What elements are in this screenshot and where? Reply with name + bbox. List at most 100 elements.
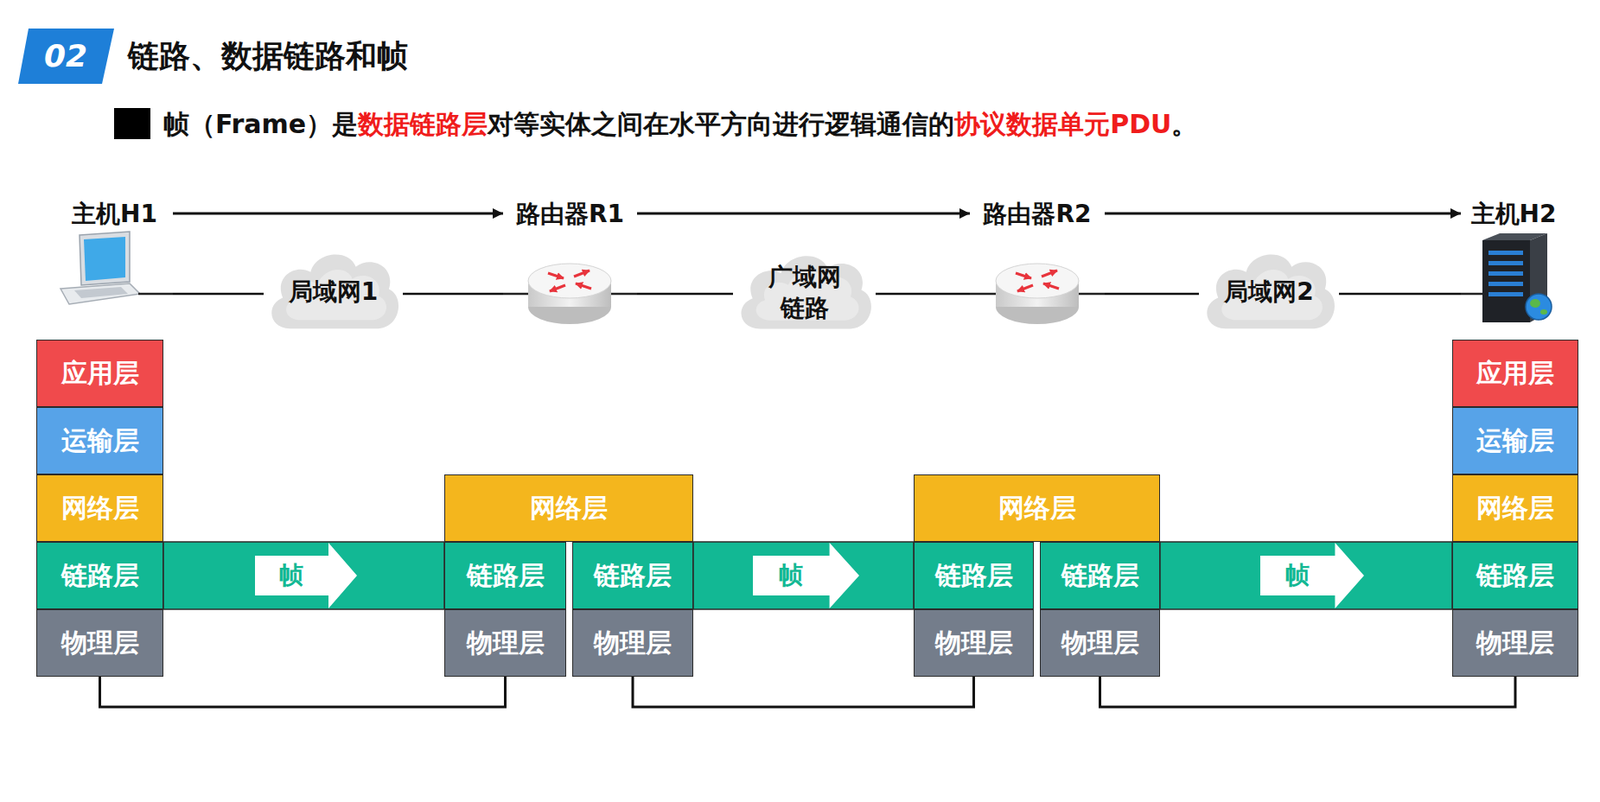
device-label: 主机H2	[1460, 194, 1567, 235]
title-text: 链路、数据链路和帧	[127, 28, 408, 84]
layer-box: 物理层	[913, 609, 1034, 677]
layer-label: 物理层	[61, 625, 140, 662]
server-slot	[1488, 271, 1524, 276]
layer-box: 网络层	[1452, 474, 1579, 542]
frame-arrow-shape	[1260, 542, 1365, 609]
layer-box: 链路层	[1452, 541, 1579, 610]
layer-label: 网络层	[61, 490, 140, 527]
layer-label: 物理层	[1061, 625, 1140, 662]
layer-box: 链路层	[444, 541, 567, 610]
layer-label: 网络层	[529, 490, 608, 527]
layer-box: 运输层	[1452, 407, 1579, 475]
cable-stub	[138, 293, 173, 296]
layer-box: 物理层	[1039, 609, 1161, 677]
layer-label: 链路层	[935, 558, 1014, 594]
cable-stub	[969, 293, 996, 296]
router-arrow	[1043, 283, 1059, 289]
layer-box: 物理层	[36, 609, 164, 677]
layer-label: 应用层	[1476, 356, 1555, 392]
link-band	[693, 541, 914, 610]
device-label: 路由器R1	[503, 194, 638, 235]
cloud-label: 广域网 链路	[761, 261, 848, 325]
frame-arrow: 帧	[752, 542, 860, 609]
server-front	[1482, 240, 1530, 323]
frame-label: 帧	[254, 542, 329, 609]
cloud-outline	[740, 255, 871, 329]
server-slot	[1488, 261, 1524, 266]
device-label: 路由器R2	[969, 194, 1105, 235]
router-arrow	[1041, 270, 1058, 277]
network-cloud: 局域网2	[1198, 242, 1339, 342]
network-link	[172, 293, 264, 296]
cable-stub	[611, 293, 638, 296]
router-arrow	[1015, 273, 1032, 279]
device-node: 主机H2	[1460, 194, 1567, 333]
laptop-screen	[83, 236, 126, 281]
network-link	[875, 293, 970, 296]
network-cloud: 局域网1	[263, 242, 403, 342]
layer-label: 物理层	[935, 625, 1014, 662]
layer-label: 物理层	[466, 625, 545, 662]
layer-label: 链路层	[1476, 558, 1555, 594]
router-top	[995, 263, 1079, 299]
flow-arrow	[1104, 212, 1461, 216]
layer-label: 应用层	[61, 356, 140, 392]
layer-box: 应用层	[36, 339, 164, 408]
flow-arrow	[637, 212, 970, 216]
router-icon	[995, 263, 1079, 325]
server-slot	[1488, 250, 1524, 255]
frame-label: 帧	[1260, 542, 1335, 609]
layer-label: 运输层	[1476, 423, 1555, 459]
network-link	[402, 293, 504, 296]
globe-land	[1540, 309, 1548, 315]
layer-label: 链路层	[61, 558, 140, 594]
cloud-shape	[733, 244, 876, 342]
cloud-highlight	[286, 269, 387, 320]
device-label: 主机H1	[56, 194, 173, 235]
subtitle-line: 帧（Frame）是数据链路层对等实体之间在水平方向进行逻辑通信的协议数据单元PD…	[163, 107, 1198, 142]
frame-arrow-outline	[254, 542, 357, 609]
layer-box: 链路层	[572, 541, 694, 610]
server-slot	[1488, 281, 1524, 287]
layer-box: 应用层	[1452, 339, 1579, 408]
layer-label: 物理层	[1476, 625, 1555, 662]
frame-arrow: 帧	[254, 542, 357, 609]
layer-box: 链路层	[1039, 541, 1161, 610]
layer-label: 运输层	[61, 423, 140, 459]
router-arrow	[1017, 285, 1033, 292]
layer-box: 网络层	[913, 474, 1161, 542]
physical-link	[632, 676, 975, 708]
device-node: 路由器R1	[503, 194, 638, 333]
subtitle-segment: 数据链路层	[357, 108, 488, 140]
link-band	[1160, 541, 1453, 610]
layer-box: 物理层	[1452, 609, 1579, 677]
network-link	[637, 293, 734, 296]
router-icon	[528, 263, 612, 325]
server-slot	[1488, 292, 1524, 297]
layer-box: 网络层	[444, 474, 694, 542]
frame-arrow-outline	[752, 542, 860, 609]
router-arrow	[549, 285, 566, 292]
layer-label: 网络层	[998, 490, 1077, 527]
laptop-icon	[60, 231, 141, 305]
cable-stub	[503, 293, 529, 296]
subtitle-segment: 帧（Frame）是	[163, 108, 358, 140]
globe-land	[1529, 299, 1541, 308]
router-arrow	[575, 283, 592, 289]
cloud-outline	[271, 254, 399, 329]
network-cloud: 广域网 链路	[733, 244, 876, 342]
cloud-highlight	[1221, 269, 1323, 320]
laptop-base	[60, 283, 141, 305]
device-node: 路由器R2	[969, 194, 1105, 333]
globe	[1525, 293, 1552, 320]
subtitle-segment: 对等实体之间在水平方向进行逻辑通信的	[487, 108, 955, 140]
frame-arrow: 帧	[1260, 542, 1365, 609]
frame-label: 帧	[752, 542, 830, 609]
subtitle-segment: 协议数据单元PDU	[954, 108, 1172, 140]
physical-link	[100, 676, 506, 708]
frame-arrow-shape	[752, 542, 860, 609]
section-number: 02	[24, 28, 108, 84]
layer-box: 链路层	[913, 541, 1034, 610]
physical-link	[1100, 676, 1517, 708]
layer-label: 链路层	[466, 558, 545, 594]
